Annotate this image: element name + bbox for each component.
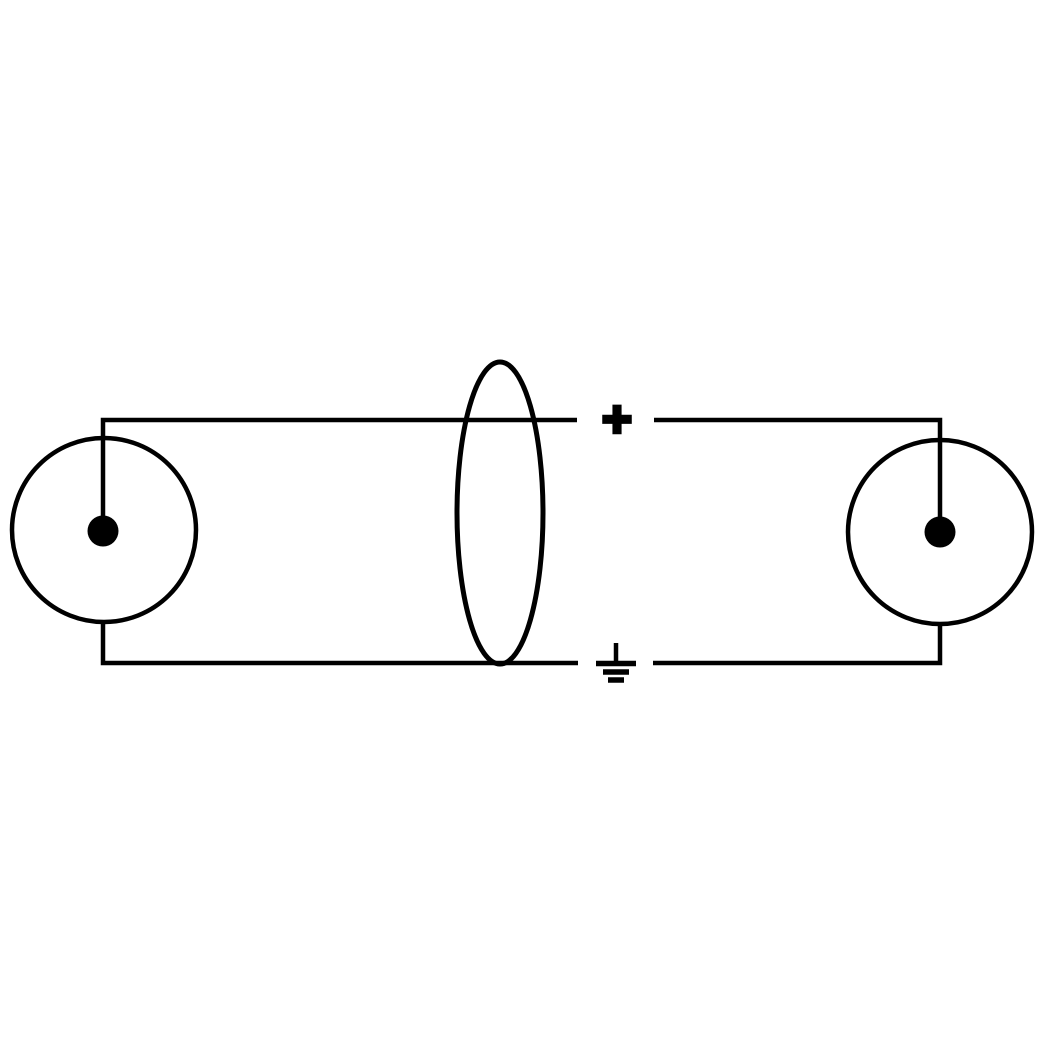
right-rca-center-pin bbox=[924, 516, 956, 548]
left-rca-connector-body bbox=[9, 435, 199, 625]
left-rca-center-pin bbox=[87, 515, 119, 547]
ground-wire-left-segment bbox=[100, 622, 578, 666]
signal-wire-left-segment bbox=[100, 417, 577, 531]
diagram-strokes: + bbox=[9, 359, 1035, 683]
plus-icon: + bbox=[600, 396, 634, 442]
connector-pins bbox=[87, 515, 956, 548]
signal-wire-right-segment bbox=[654, 417, 943, 532]
cable-jacket-ellipse bbox=[454, 359, 546, 667]
ground-icon bbox=[596, 643, 636, 683]
ground-wire-right-segment bbox=[653, 624, 943, 666]
right-rca-connector-body bbox=[845, 437, 1035, 627]
